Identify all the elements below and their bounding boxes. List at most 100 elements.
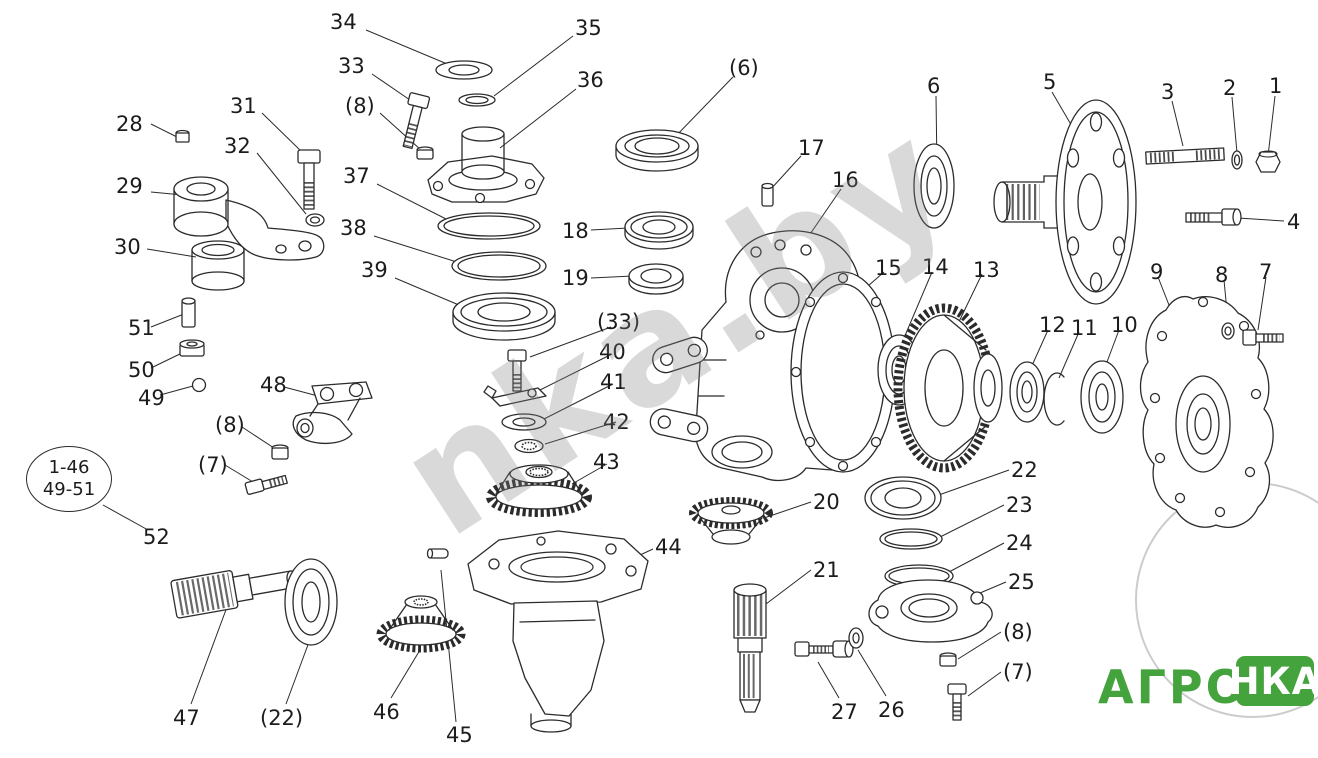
part-7-bolt-bottom: [947, 683, 967, 721]
callout-14: 14: [922, 255, 949, 279]
part-45-pin: [426, 548, 449, 559]
callout-51: 51: [128, 316, 155, 340]
group-range-bubble: 1-46 49-51: [26, 446, 112, 512]
callout-47: 47: [173, 706, 200, 730]
callout-8-mid: (8): [215, 413, 245, 437]
part-5-hub: [993, 99, 1137, 305]
part-19-bearing: [628, 263, 684, 295]
callout-41: 41: [600, 370, 627, 394]
callout-45: 45: [446, 723, 473, 747]
callout-11: 11: [1071, 316, 1098, 340]
logo-nka-badge: НКА: [1229, 656, 1318, 706]
part-4-bolt: [1185, 208, 1242, 226]
callout-8-bottom: (8): [1003, 620, 1033, 644]
part-35-washer: [458, 93, 496, 107]
callout-7-mid: (7): [198, 453, 228, 477]
callout-31: 31: [230, 94, 257, 118]
part-42-washer: [514, 438, 544, 454]
callout-25: 25: [1008, 570, 1035, 594]
part-27-fitting-bolt: [794, 640, 854, 658]
part-steering-eye-lower: [649, 408, 709, 443]
part-51-pin: [181, 297, 196, 328]
part-22-bearing-left: [284, 558, 338, 646]
part-43-bevel-gear: [486, 464, 592, 517]
callout-43: 43: [593, 450, 620, 474]
callout-24: 24: [1006, 531, 1033, 555]
callout-21: 21: [813, 558, 840, 582]
callout-49: 49: [138, 386, 165, 410]
part-21-splined-shaft: [733, 583, 767, 713]
part-8-washer: [1221, 322, 1235, 340]
part-17-pin: [761, 182, 774, 207]
callout-36: 36: [577, 68, 604, 92]
callout-5: 5: [1043, 70, 1057, 94]
callout-6-paren: (6): [729, 56, 759, 80]
logo-agro-text: АГРО: [1098, 660, 1248, 714]
callout-8: 8: [1215, 263, 1229, 287]
part-steering-eye-upper: [652, 336, 708, 374]
part-50-nut: [179, 339, 205, 357]
callout-1: 1: [1269, 74, 1283, 98]
callout-50: 50: [128, 358, 155, 382]
part-46-bevel-gear: [376, 595, 466, 653]
part-15-gasket: [790, 271, 896, 473]
callout-12: 12: [1039, 313, 1066, 337]
part-30-bushing: [191, 240, 245, 291]
callout-20: 20: [813, 490, 840, 514]
callout-13: 13: [973, 258, 1000, 282]
part-11-snap-ring: [1043, 372, 1065, 426]
part-6-ring: [615, 129, 699, 172]
callout-16: 16: [832, 168, 859, 192]
part-9-cover: [1139, 295, 1274, 528]
callout-32: 32: [224, 134, 251, 158]
callout-42: 42: [603, 410, 630, 434]
callout-19: 19: [562, 266, 589, 290]
callout-27: 27: [831, 700, 858, 724]
callout-29: 29: [116, 174, 143, 198]
part-39-bearing: [452, 292, 556, 341]
part-31-bolt: [297, 149, 321, 210]
callout-39: 39: [361, 258, 388, 282]
callout-9: 9: [1150, 260, 1164, 284]
part-23-ring: [879, 528, 943, 550]
callout-52: 52: [143, 525, 170, 549]
callout-33: 33: [338, 54, 365, 78]
callout-15: 15: [875, 256, 902, 280]
part-26-washer: [848, 627, 864, 649]
part-7-bolt-mid: [244, 474, 288, 495]
part-41-washer: [501, 413, 547, 431]
part-32-washer: [305, 213, 325, 227]
callout-22: 22: [1011, 458, 1038, 482]
group-range-line2: 49-51: [42, 479, 96, 500]
callout-26: 26: [878, 698, 905, 722]
callout-2: 2: [1223, 76, 1237, 100]
part-8-nut-bottom: [939, 652, 957, 667]
callout-22-paren: (22): [260, 706, 304, 730]
callout-28: 28: [116, 112, 143, 136]
part-29-steering-arm: [173, 176, 325, 261]
callout-23: 23: [1006, 493, 1033, 517]
group-range-line1: 1-46: [48, 457, 90, 479]
part-3-stud: [1145, 147, 1225, 165]
callout-44: 44: [655, 535, 682, 559]
callout-46: 46: [373, 700, 400, 724]
callout-17: 17: [798, 136, 825, 160]
part-7-bolt: [1242, 329, 1284, 346]
callout-48: 48: [260, 373, 287, 397]
part-12-seal: [1009, 361, 1045, 423]
part-8-nut-top: [416, 146, 434, 160]
callout-30: 30: [114, 235, 141, 259]
callout-7-bottom: (7): [1003, 660, 1033, 684]
callout-7: 7: [1259, 260, 1273, 284]
callout-18: 18: [562, 219, 589, 243]
callout-34: 34: [330, 10, 357, 34]
part-40-lock-plate: [483, 385, 547, 407]
part-48-bracket: [292, 381, 373, 445]
callout-40: 40: [599, 340, 626, 364]
part-37-oring: [437, 212, 541, 240]
part-47-pinion-shaft: [170, 570, 298, 619]
callout-4: 4: [1287, 210, 1301, 234]
part-18-bearing: [624, 211, 694, 250]
